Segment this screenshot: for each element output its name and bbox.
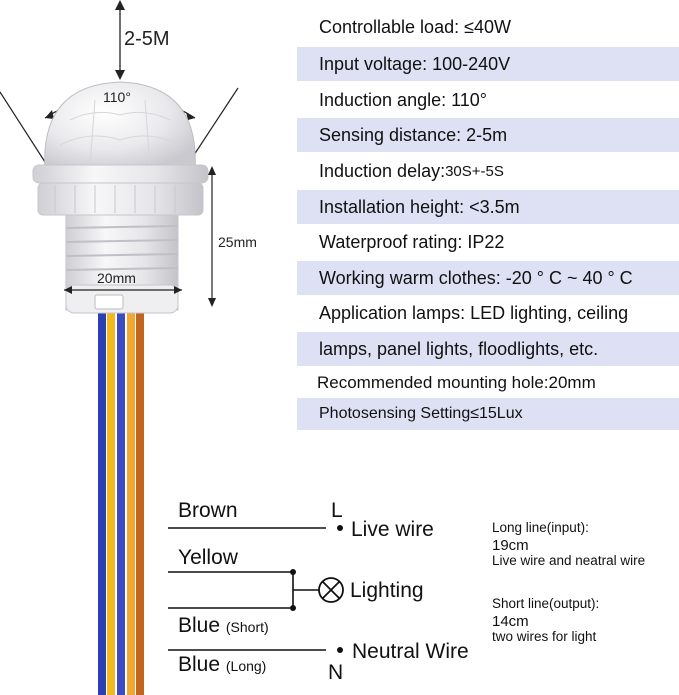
brown-wire-light xyxy=(127,300,135,695)
wiring-lines xyxy=(168,525,344,653)
n-terminal-label: N xyxy=(328,661,344,684)
sensor-illustration xyxy=(0,0,239,695)
blue-long-label: Blue (Long) xyxy=(178,653,267,676)
short-line-note: Short line(output): 14cm two wires for l… xyxy=(492,596,600,645)
l-terminal-label: L xyxy=(331,499,343,522)
spec-row: Working warm clothes: -20 ° C ~ 40 ° C xyxy=(297,261,679,295)
spec-row: Photosensing Setting≤15Lux xyxy=(297,398,679,430)
width-label: 20mm xyxy=(97,270,136,286)
height-label: 25mm xyxy=(218,234,257,250)
spec-row: Induction delay: 30S+-5S xyxy=(319,160,504,181)
spec-row: lamps, panel lights, floodlights, etc. xyxy=(297,332,679,366)
blue-short-label: Blue (Short) xyxy=(178,614,269,637)
sensor-dome xyxy=(44,81,196,171)
spec-row: Installation height: <3.5m xyxy=(297,190,679,224)
spec-row: Sensing distance: 2-5m xyxy=(297,118,679,152)
lighting-label: Lighting xyxy=(350,579,424,602)
angle-line-left xyxy=(0,91,46,163)
spec-row: Controllable load: ≤40W xyxy=(319,16,511,37)
yellow-wire-label: Yellow xyxy=(178,546,238,569)
spec-row: Induction angle: 110° xyxy=(319,89,487,110)
angle-line-right xyxy=(191,87,239,159)
yellow-wire xyxy=(107,300,115,695)
brown-wire xyxy=(136,300,144,695)
spec-row: Waterproof rating: IP22 xyxy=(319,231,505,252)
brown-wire-label: Brown xyxy=(178,499,238,522)
spec-row: Recommended mounting hole:20mm xyxy=(317,373,596,392)
angle-label: 110° xyxy=(103,89,131,105)
spec-row: Input voltage: 100-240V xyxy=(297,47,679,81)
blue-wire-short xyxy=(117,300,125,695)
spec-row: Application lamps: LED lighting, ceiling xyxy=(319,302,629,323)
neutral-wire-label: Neutral Wire xyxy=(352,640,469,663)
live-wire-label: Live wire xyxy=(351,518,434,541)
wires xyxy=(98,300,144,695)
sensor-flange xyxy=(32,164,209,184)
blue-wire-long xyxy=(98,300,106,695)
distance-label: 2-5M xyxy=(124,28,170,50)
long-line-note: Long line(input): 19cm Live wire and nea… xyxy=(492,520,646,569)
